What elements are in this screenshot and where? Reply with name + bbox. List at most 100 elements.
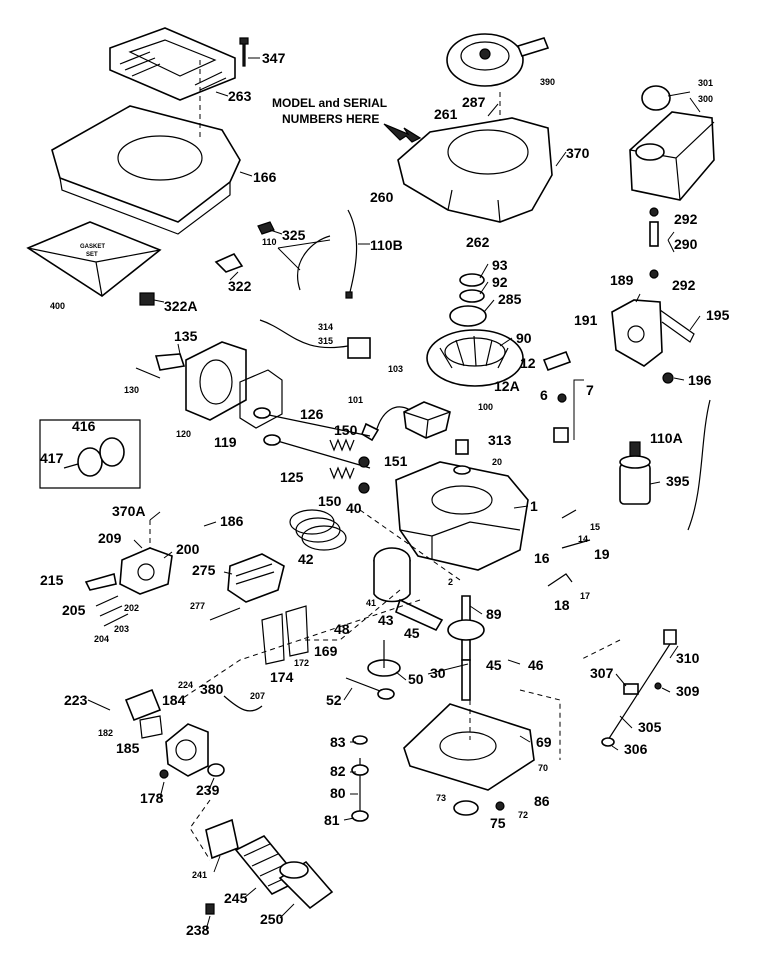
part-label-p46: 46 xyxy=(528,657,544,673)
part-label-p203: 203 xyxy=(114,624,129,634)
part-label-p12: 12 xyxy=(520,355,536,371)
carburetor-200-shape xyxy=(119,547,173,595)
part-label-p263: 263 xyxy=(228,88,252,104)
leader-lines xyxy=(87,57,701,931)
part-label-p2: 2 xyxy=(448,577,453,587)
part-label-p370: 370 xyxy=(566,145,590,161)
part-label-p209: 209 xyxy=(98,530,122,546)
screw-277-shape xyxy=(209,607,241,621)
part-81-shape xyxy=(351,810,369,822)
part-label-p250: 250 xyxy=(260,911,284,927)
part-label-p262: 262 xyxy=(466,234,490,250)
part-label-p189: 189 xyxy=(610,272,634,288)
gasket-169-shape xyxy=(285,605,309,657)
part-306-shape xyxy=(601,737,615,747)
part-215-shape xyxy=(84,572,117,591)
part-label-p92: 92 xyxy=(492,274,508,290)
part-label-p390: 390 xyxy=(540,77,555,87)
part-40-shape xyxy=(358,482,370,494)
muffler-plate-241-shape xyxy=(205,818,239,860)
gasket-119-shape xyxy=(239,369,283,429)
part-label-p307: 307 xyxy=(590,665,614,681)
part-label-p110B: 110B xyxy=(370,237,403,253)
part-label-p380: 380 xyxy=(200,681,224,697)
clamp-292a-shape xyxy=(649,207,659,217)
part-label-p313: 313 xyxy=(488,432,512,448)
part-label-p261: 261 xyxy=(434,106,458,122)
screen-285-shape xyxy=(449,305,487,327)
part-label-p101: 101 xyxy=(348,395,363,405)
part-label-p202: 202 xyxy=(124,603,139,613)
ignition-module-100-shape xyxy=(403,401,451,439)
detail-box-416-shape xyxy=(39,419,141,489)
part-label-p103: 103 xyxy=(388,364,403,374)
parts-14-15-shape xyxy=(561,509,591,549)
spring-150b-shape xyxy=(329,466,355,480)
part-label-p370A: 370A xyxy=(112,503,145,519)
part-label-p275: 275 xyxy=(192,562,216,578)
part-label-p169: 169 xyxy=(314,643,338,659)
valve-126-shape xyxy=(263,413,371,437)
part-label-p150a: 150 xyxy=(334,422,358,438)
part-label-p100: 100 xyxy=(478,402,493,412)
part-label-p43: 43 xyxy=(378,612,394,628)
part-label-p45a: 45 xyxy=(404,625,420,641)
washer-52-shape xyxy=(377,688,395,700)
part-label-p166: 166 xyxy=(253,169,277,185)
part-label-p195: 195 xyxy=(706,307,730,323)
part-307-shape xyxy=(623,683,639,695)
part-label-p191: 191 xyxy=(574,312,598,328)
part-label-p205: 205 xyxy=(62,602,86,618)
part-label-p239: 239 xyxy=(196,782,220,798)
part-label-p395: 395 xyxy=(666,473,690,489)
part-label-p322: 322 xyxy=(228,278,252,294)
part-322a-shape xyxy=(139,292,155,306)
part-label-p110A: 110A xyxy=(650,430,683,446)
part-196-shape xyxy=(662,372,674,384)
muffler-250-shape xyxy=(278,860,334,910)
terminal-110b-shape xyxy=(345,291,353,299)
gasket-set-400-shape: GASKET SET xyxy=(26,221,162,297)
part-label-p305: 305 xyxy=(638,719,662,735)
link-207-shape xyxy=(223,695,263,712)
dipstick-tube-305-shape xyxy=(607,643,671,741)
part-label-p72: 72 xyxy=(518,810,528,820)
flywheel-90-shape xyxy=(426,329,524,387)
part-20-shape xyxy=(453,465,471,475)
part-label-p30: 30 xyxy=(430,665,446,681)
part-label-p186: 186 xyxy=(220,513,244,529)
part-label-p306: 306 xyxy=(624,741,648,757)
part-label-p174: 174 xyxy=(270,669,294,685)
part-label-p16: 16 xyxy=(534,550,550,566)
part-82-shape xyxy=(351,764,369,776)
air-filter-275-shape xyxy=(227,553,285,603)
fuel-tank-300-shape xyxy=(629,111,715,201)
part-label-p285: 285 xyxy=(498,291,522,307)
part-label-p150b: 150 xyxy=(318,493,342,509)
model-serial-notice-line1: MODEL and SERIAL xyxy=(272,96,387,110)
valve-head-126-shape xyxy=(253,407,271,419)
part-label-p14: 14 xyxy=(578,534,588,544)
part-label-p322A: 322A xyxy=(164,298,197,314)
part-label-p52: 52 xyxy=(326,692,342,708)
gasket-185-shape xyxy=(139,715,163,739)
part-label-p82: 82 xyxy=(330,763,346,779)
seal-75-shape xyxy=(453,800,479,816)
part-label-p287: 287 xyxy=(462,94,486,110)
part-label-p17: 17 xyxy=(580,591,590,601)
control-bracket-191-shape xyxy=(611,299,695,367)
part-label-p93: 93 xyxy=(492,257,508,273)
gasket-172-shape xyxy=(261,613,285,665)
part-label-p314: 314 xyxy=(318,322,333,332)
part-72-shape xyxy=(495,801,505,811)
valve-head-125-shape xyxy=(263,434,281,446)
screws-202-205-shape xyxy=(95,595,129,627)
crankshaft-30-shape xyxy=(447,595,485,701)
part-label-p224: 224 xyxy=(178,680,193,690)
valve-125-shape xyxy=(273,439,371,469)
gasket-set-label-1: GASKET xyxy=(80,244,105,250)
sump-70-shape xyxy=(403,703,535,791)
part-label-p196: 196 xyxy=(688,372,712,388)
